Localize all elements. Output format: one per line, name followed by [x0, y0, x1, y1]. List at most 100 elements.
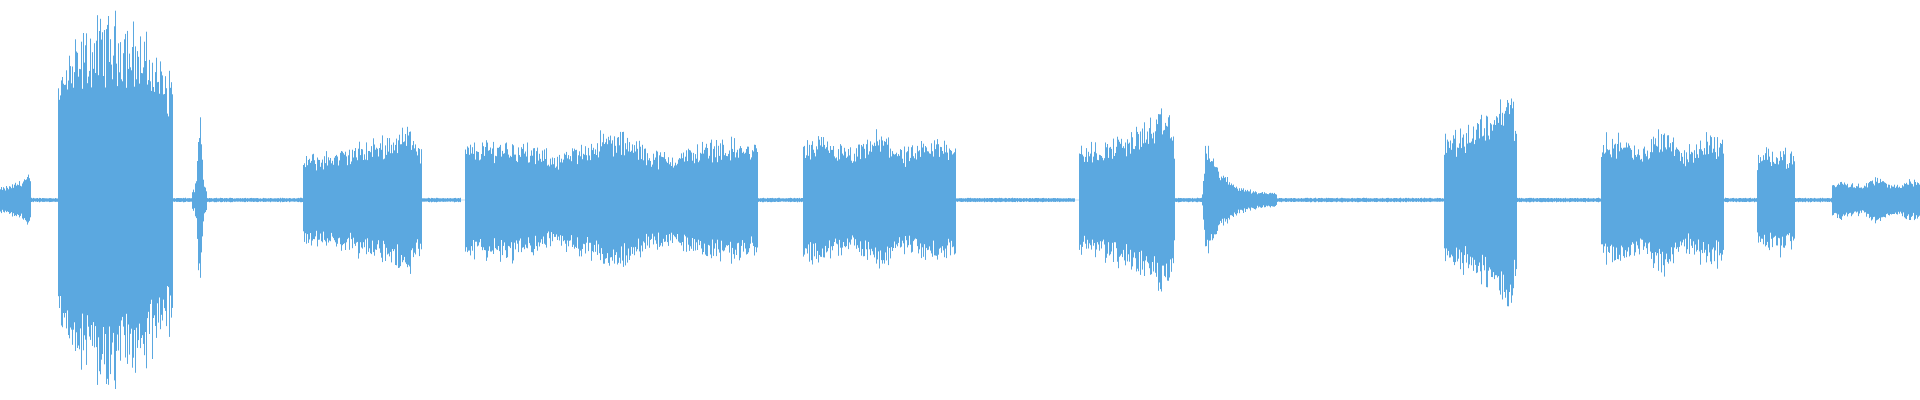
waveform-bar [1140, 131, 1141, 275]
waveform-bar [1118, 139, 1119, 269]
waveform-bar [967, 197, 968, 203]
waveform-bar [12, 184, 13, 217]
waveform-bar [256, 198, 257, 202]
waveform-bar [140, 36, 141, 349]
waveform-bar [544, 149, 545, 244]
waveform-bar [1085, 156, 1086, 244]
waveform-bar [597, 143, 598, 255]
waveform-bar [454, 198, 455, 203]
waveform-bar [1651, 139, 1652, 259]
waveform-bar [1201, 197, 1202, 202]
waveform-bar [137, 51, 138, 348]
waveform-bar [919, 150, 920, 250]
waveform-bar [1820, 197, 1821, 203]
waveform-bar [58, 88, 59, 297]
waveform-bar [45, 198, 46, 202]
waveform-bar [2, 189, 3, 210]
waveform-bar [717, 162, 718, 240]
waveform-bar [1031, 198, 1032, 202]
waveform-bar [821, 137, 822, 257]
waveform-bar [1130, 153, 1131, 250]
waveform-bar [144, 41, 145, 356]
waveform-bar [1233, 184, 1234, 217]
waveform-bar [1082, 154, 1083, 247]
waveform-bar [1100, 155, 1101, 242]
waveform-bar [1594, 198, 1595, 202]
waveform-bar [719, 155, 720, 253]
waveform-bar [618, 137, 619, 263]
waveform-bar [823, 137, 824, 258]
waveform-bar [964, 198, 965, 202]
waveform-bar [920, 156, 921, 244]
waveform-bar [1500, 99, 1501, 295]
waveform-bar [1113, 138, 1114, 262]
waveform-bar [545, 159, 546, 245]
waveform-bar [1478, 124, 1479, 266]
waveform-bar [728, 153, 729, 245]
waveform-bar [263, 197, 264, 202]
waveform-segment [1517, 197, 1601, 203]
waveform-bar [1148, 143, 1149, 264]
waveform-bar [1566, 198, 1567, 202]
waveform-bar [242, 198, 243, 202]
waveform-bar [712, 162, 713, 240]
waveform-bar [1423, 198, 1424, 202]
waveform-bar [961, 198, 962, 202]
waveform-bar [301, 197, 302, 203]
waveform-bar [627, 137, 628, 263]
waveform-bar [1768, 148, 1769, 248]
waveform-bar [399, 134, 400, 268]
waveform-bar [1405, 197, 1406, 203]
waveform-bar [965, 198, 966, 202]
waveform-bar [1408, 197, 1409, 202]
waveform-bar [1059, 198, 1060, 203]
waveform-bar [1204, 173, 1205, 230]
waveform-bar [1063, 198, 1064, 202]
waveform-bar [84, 62, 85, 336]
waveform-bar [858, 144, 859, 248]
waveform-bar [1519, 197, 1520, 203]
waveform-bar [1348, 198, 1349, 202]
waveform-bar [1370, 198, 1371, 202]
waveform-bar [1175, 198, 1176, 202]
waveform-bar [257, 198, 258, 203]
waveform-bar [1676, 147, 1677, 249]
waveform-bar [1623, 147, 1624, 257]
waveform-bar [1369, 198, 1370, 202]
waveform-bar [1856, 186, 1857, 213]
waveform-bar [103, 76, 104, 327]
waveform-bar [1416, 198, 1417, 202]
waveform-bar [202, 159, 203, 237]
waveform-bar [116, 63, 117, 351]
waveform-bar [598, 157, 599, 245]
waveform-bar [18, 185, 19, 215]
waveform-bar [474, 142, 475, 260]
waveform-bar [188, 198, 189, 202]
waveform-bar [877, 141, 878, 260]
waveform-bar [670, 162, 671, 241]
waveform-bar [1102, 157, 1103, 242]
waveform-bar [1460, 128, 1461, 270]
waveform-bar [1480, 119, 1481, 272]
waveform-bar [1080, 154, 1081, 245]
waveform-bar [1860, 187, 1861, 211]
waveform-bar [1431, 198, 1432, 202]
waveform-bar [1353, 198, 1354, 202]
waveform-bar [1037, 198, 1038, 203]
waveform-bar [1097, 159, 1098, 243]
waveform-bar [538, 160, 539, 243]
waveform-bar [1843, 184, 1844, 215]
waveform-bar [343, 153, 344, 244]
waveform-bar [348, 155, 349, 238]
waveform-bar [1617, 144, 1618, 259]
waveform-bar [171, 82, 172, 318]
waveform-bar [1868, 183, 1869, 214]
waveform-bar [275, 198, 276, 202]
waveform-bar [14, 184, 15, 216]
waveform-bar [134, 86, 135, 330]
waveform-bar [46, 198, 47, 202]
waveform-bar [1317, 198, 1318, 202]
waveform-bar [1458, 147, 1459, 259]
waveform-bar [1339, 198, 1340, 202]
